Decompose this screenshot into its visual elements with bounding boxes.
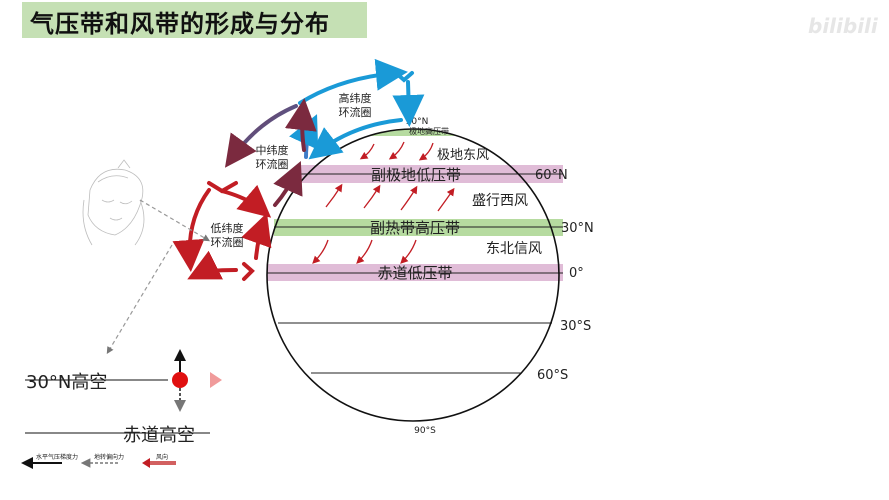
lat-60s-label: 60°S <box>537 368 568 383</box>
wind-direction-arrowhead <box>210 372 222 388</box>
ne-trades-label: 东北信风 <box>486 241 542 257</box>
bilibili-logo: bilibili <box>808 14 878 38</box>
sight-ray-lower <box>106 244 173 355</box>
westerlies-arrows <box>325 183 455 212</box>
earth-globe <box>266 128 560 422</box>
mid-cell-label-line2: 环流圈 <box>256 157 289 171</box>
legend-wind-label: 风向 <box>156 453 168 461</box>
ne-trades-arrows <box>312 239 417 264</box>
legend-wind-arrowhead <box>142 458 150 468</box>
westerlies-label: 盛行西风 <box>472 193 528 209</box>
legend-coriolis-label: 地转偏向力 <box>94 453 124 461</box>
lat-60n-label: 60°N <box>535 168 568 183</box>
polar-easterlies-arrows <box>359 141 434 161</box>
high-latitude-cell <box>289 58 425 160</box>
polar-easterlies-label: 极地东风 <box>437 148 489 163</box>
low-latitude-cell <box>172 181 272 281</box>
lat-30n-label: 30°N <box>561 221 594 236</box>
equator-label: 0° <box>569 266 584 281</box>
low-cell-label-line2: 环流圈 <box>211 235 244 249</box>
mid-cell-label-line1: 中纬度 <box>256 143 289 157</box>
polar-high-belt <box>267 129 559 136</box>
subtropical-high-label: 副热带高压带 <box>370 219 460 237</box>
polar-high-label: 极地高压带 <box>409 126 449 136</box>
sight-ray-upper <box>139 199 211 242</box>
low-cell-label-line1: 低纬度 <box>211 221 244 235</box>
page-title: 气压带和风带的形成与分布 <box>30 10 330 38</box>
upper-air-equator-label: 赤道高空 <box>123 425 195 446</box>
high-cell-label-line2: 环流圈 <box>339 105 372 119</box>
mid-latitude-cell <box>224 98 317 207</box>
lat-30s-label: 30°S <box>560 319 591 334</box>
equatorial-low-label: 赤道低压带 <box>377 264 452 282</box>
legend-pressure-gradient-label: 水平气压梯度力 <box>36 453 78 461</box>
title-banner: 气压带和风带的形成与分布 <box>22 2 367 38</box>
subpolar-low-label: 副极地低压带 <box>371 166 461 184</box>
air-parcel-dot <box>172 372 188 388</box>
upper-air-30n-label: 30°N高空 <box>26 372 107 393</box>
anime-character-sketch <box>82 159 145 246</box>
lat-90n-label: 90°N <box>406 117 429 127</box>
lat-90s-label: 90°S <box>414 426 436 436</box>
high-cell-label-line1: 高纬度 <box>339 91 372 105</box>
